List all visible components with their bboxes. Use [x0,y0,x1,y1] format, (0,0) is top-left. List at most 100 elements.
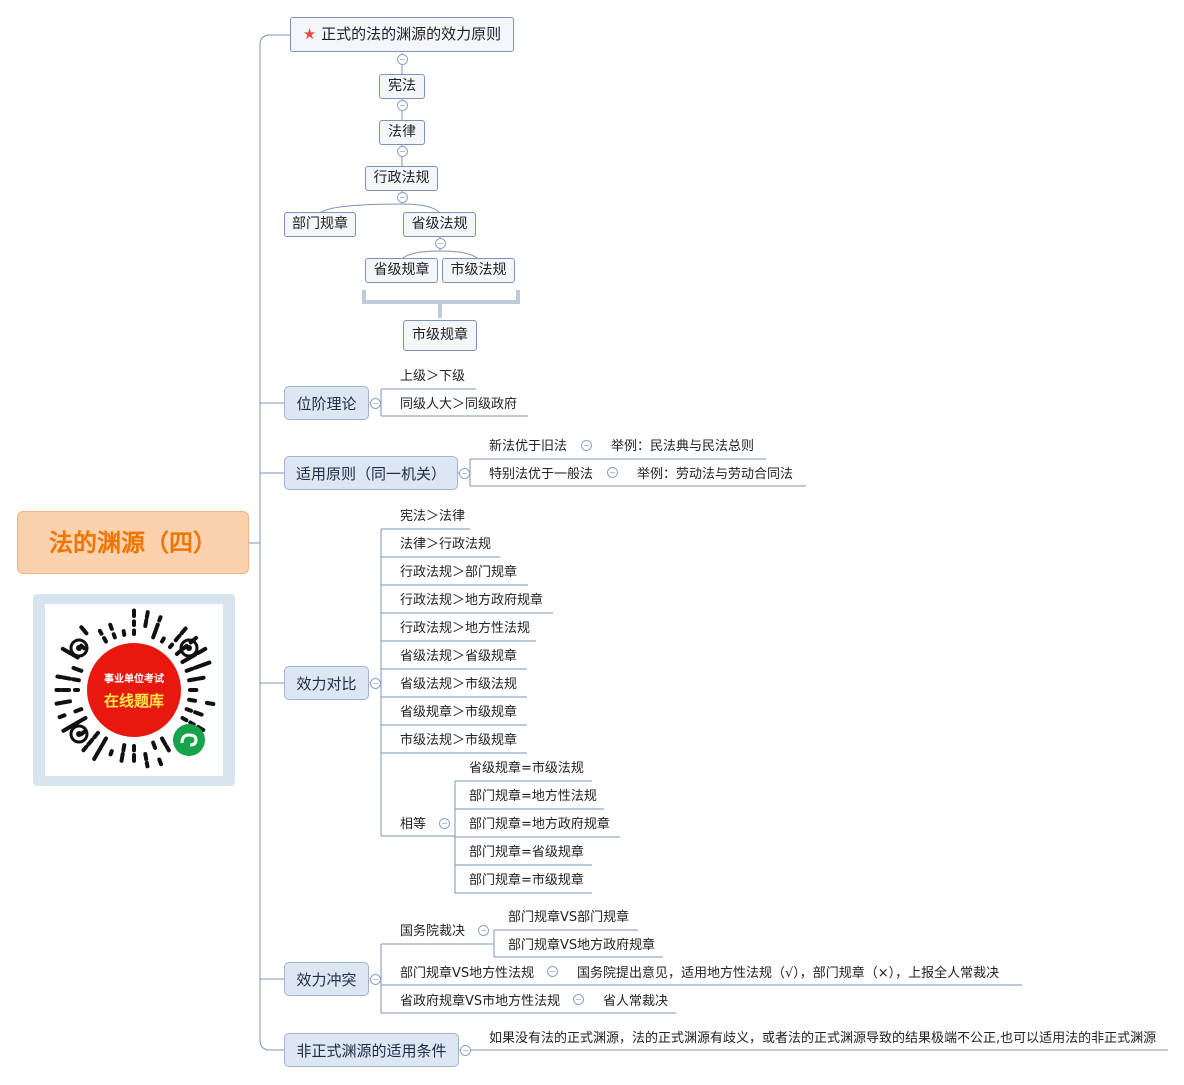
node-prov-rules[interactable]: 省级规章 [365,258,438,283]
node-admin-regulation[interactable]: 行政法规 [365,166,438,191]
collapse-icon[interactable]: − [397,100,408,111]
qr-line2: 在线题库 [104,692,164,710]
collapse-icon[interactable]: − [397,192,408,203]
leaf-equal-item: 部门规章=地方性法规 [469,789,597,804]
branch-effect-principle[interactable]: ★ 正式的法的渊源的效力原则 [290,17,514,52]
mini-program-icon [173,724,205,756]
leaf-compare-item: 宪法＞法律 [400,509,466,524]
collapse-icon[interactable]: − [459,468,470,479]
qr-ray [71,677,81,683]
qr-ray [157,757,164,767]
qr-ray [167,642,175,650]
collapse-icon[interactable]: − [607,467,618,478]
leaf-informal-detail: 如果没有法的正式渊源，法的正式渊源有歧义，或者法的正式渊源导致的结果极端不公正,… [489,1031,1157,1046]
leaf-special-over-general: 特别法优于一般法 [489,467,594,482]
qr-ray [92,730,101,740]
qr-ray [119,752,125,763]
leaf-compare-item: 法律＞行政法规 [400,537,492,552]
qr-ray [76,716,88,725]
leaf-upper-lower: 上级＞下级 [400,369,466,384]
leaf-equal-label: 相等 [400,817,427,832]
node-law[interactable]: 法律 [379,120,425,145]
qr-ray [204,700,216,706]
node-city-regulation[interactable]: 市级法规 [442,258,515,283]
qr-ray [73,707,84,714]
qr-ray [157,615,163,623]
root-title: 法的渊源（四） [49,529,217,557]
qr-ray [108,749,114,757]
qr-ray [143,618,149,628]
qr-ray [54,700,64,706]
qr-ray [160,736,168,746]
qr-ray [184,707,194,713]
leaf-compare-item: 行政法规＞部门规章 [400,565,518,580]
qr-ray [144,760,150,769]
leaf-prov-vs-city: 省政府规章VS市地方性法规 [400,994,561,1009]
qr-ray [121,743,127,753]
qr-ray [71,665,84,673]
qr-ray [81,744,89,753]
collapse-icon[interactable]: − [397,146,408,157]
qr-ray [181,643,189,651]
qr-ray [193,710,204,717]
branch-application-principle[interactable]: 适用原则（同一机关） [284,456,458,490]
star-icon: ★ [302,25,317,43]
branch-effect-conflict[interactable]: 效力冲突 [284,962,369,996]
qr-ray [60,646,72,655]
leaf-dept-vs-local: 部门规章VS地方性法规 [400,966,535,981]
leaf-equal-item: 部门规章=地方政府规章 [469,817,610,832]
leaf-dept-vs-local-detail: 国务院提出意见，适用地方性法规（√），部门规章（×），上报全人常裁决 [577,966,1000,981]
collapse-icon[interactable]: − [439,818,450,829]
branch-informal-conditions[interactable]: 非正式渊源的适用条件 [284,1033,459,1067]
qr-ray [121,629,127,637]
qr-ray [61,725,72,733]
qr-ray [196,675,206,681]
mini-program-qr[interactable]: 事业单位考试 在线题库 [33,594,235,786]
node-constitution[interactable]: 宪法 [379,74,425,99]
collapse-icon[interactable]: − [547,966,558,977]
node-prov-regulation[interactable]: 省级法规 [403,212,476,237]
qr-ray [179,626,188,636]
qr-ray [160,636,166,644]
collapse-icon[interactable]: − [478,925,489,936]
leaf-equal-item: 省级规章=市级法规 [469,761,584,776]
node-dept-rules[interactable]: 部门规章 [284,212,356,237]
leaf-ruling-item: 部门规章VS部门规章 [508,910,630,925]
qr-ray [188,720,196,727]
qr-ray [57,713,67,720]
collapse-icon[interactable]: − [460,1045,471,1056]
leaf-ruling-item: 部门规章VS地方政府规章 [508,938,656,953]
branch-hierarchy-theory[interactable]: 位阶理论 [284,386,369,420]
collapse-icon[interactable]: − [370,678,381,689]
collapse-icon[interactable]: − [370,398,381,409]
qr-ray [151,628,158,640]
collapse-icon[interactable]: − [370,974,381,985]
branch-effect-comparison[interactable]: 效力对比 [284,666,369,700]
leaf-compare-item: 省级规章＞市级规章 [400,705,518,720]
qr-ray [60,699,72,705]
qr-ray [79,643,87,651]
qr-center-badge [86,642,182,738]
qr-ray [151,740,158,750]
qr-line1: 事业单位考试 [104,672,164,685]
qr-ray [100,736,108,747]
qr-ray [108,622,114,631]
collapse-icon[interactable]: − [573,994,584,1005]
qr-ray [55,674,64,680]
leaf-prov-vs-city-detail: 省人常裁决 [603,994,669,1009]
qr-code-graphic: 事业单位考试 在线题库 [54,608,216,769]
collapse-icon[interactable]: − [435,238,446,249]
leaf-equal-item: 部门规章=市级规章 [469,873,584,888]
leaf-compare-item: 行政法规＞地方性法规 [400,621,531,636]
leaf-new-over-old: 新法优于旧法 [489,439,568,454]
qr-ray [187,677,198,683]
leaf-example-civil-code: 举例：民法典与民法总则 [611,439,755,454]
qr-ray [180,716,189,723]
node-city-rules[interactable]: 市级规章 [403,320,477,351]
leaf-compare-item: 省级法规＞市级法规 [400,677,518,692]
root-topic[interactable]: 法的渊源（四） [17,511,249,574]
collapse-icon[interactable]: − [397,54,408,65]
collapse-icon[interactable]: − [581,440,592,451]
qr-ray [97,628,104,636]
